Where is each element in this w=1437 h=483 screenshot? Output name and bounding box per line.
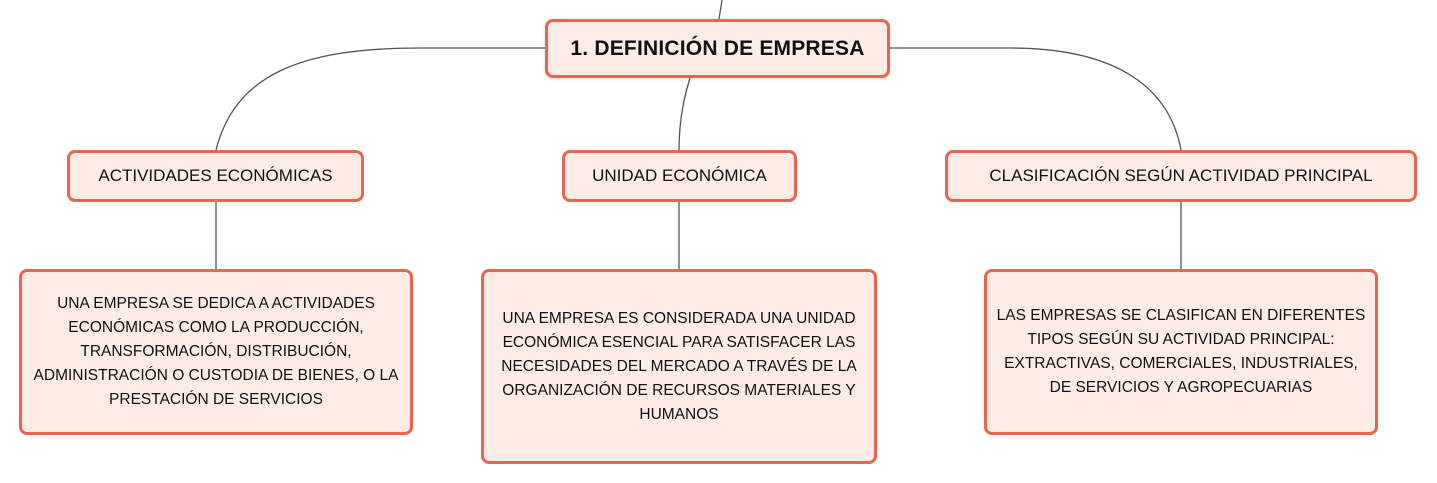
topic-clasificacion-label: CLASIFICACIÓN SEGÚN ACTIVIDAD PRINCIPAL: [989, 166, 1373, 185]
connector-root-to-actividades: [215, 47, 545, 151]
detail-actividades-economicas-text: UNA EMPRESA SE DEDICA A ACTIVIDADES ECON…: [33, 295, 399, 408]
connector-parent-to-root: [718, 0, 723, 20]
detail-clasificacion-text: LAS EMPRESAS SE CLASIFICAN EN DIFERENTES…: [996, 307, 1366, 396]
topic-actividades-economicas[interactable]: ACTIVIDADES ECONÓMICAS: [67, 150, 364, 202]
connector-root-to-unidad: [678, 77, 691, 151]
root-topic-label: 1. DEFINICIÓN DE EMPRESA: [570, 36, 865, 60]
detail-unidad-economica-text: UNA EMPRESA ES CONSIDERADA UNA UNIDAD EC…: [501, 309, 857, 423]
root-topic[interactable]: 1. DEFINICIÓN DE EMPRESA: [545, 19, 890, 78]
topic-unidad-economica-label: UNIDAD ECONÓMICA: [592, 166, 767, 185]
detail-unidad-economica[interactable]: UNA EMPRESA ES CONSIDERADA UNA UNIDAD EC…: [481, 269, 877, 464]
connector-root-to-clasificacion: [890, 47, 1182, 151]
topic-actividades-economicas-label: ACTIVIDADES ECONÓMICAS: [98, 166, 333, 185]
detail-clasificacion[interactable]: LAS EMPRESAS SE CLASIFICAN EN DIFERENTES…: [984, 269, 1378, 435]
topic-unidad-economica[interactable]: UNIDAD ECONÓMICA: [562, 150, 797, 202]
topic-clasificacion[interactable]: CLASIFICACIÓN SEGÚN ACTIVIDAD PRINCIPAL: [945, 150, 1417, 202]
detail-actividades-economicas[interactable]: UNA EMPRESA SE DEDICA A ACTIVIDADES ECON…: [19, 269, 413, 435]
